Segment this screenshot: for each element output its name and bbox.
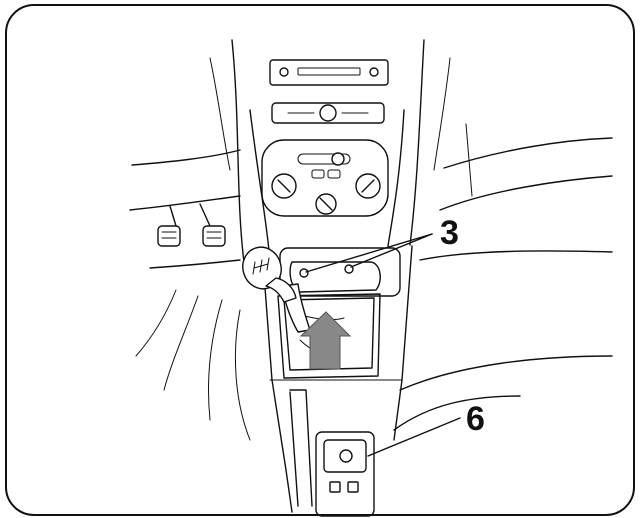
radio-unit xyxy=(270,60,388,85)
climate-control-panel xyxy=(262,140,388,216)
callout-3-label: 3 xyxy=(440,214,459,252)
hazard-switch-row xyxy=(272,103,384,123)
pedals xyxy=(158,204,225,246)
up-arrow-icon xyxy=(301,312,350,369)
center-stack xyxy=(210,40,450,262)
left-floor-area xyxy=(130,150,250,440)
right-door-area xyxy=(394,124,612,430)
rear-switch-module xyxy=(316,432,374,516)
gear-lever xyxy=(237,242,310,332)
diagram-frame xyxy=(6,5,634,515)
callout-6-label: 6 xyxy=(466,400,485,438)
callout-6: 6 xyxy=(368,400,485,456)
callout-3: 3 xyxy=(306,214,459,272)
